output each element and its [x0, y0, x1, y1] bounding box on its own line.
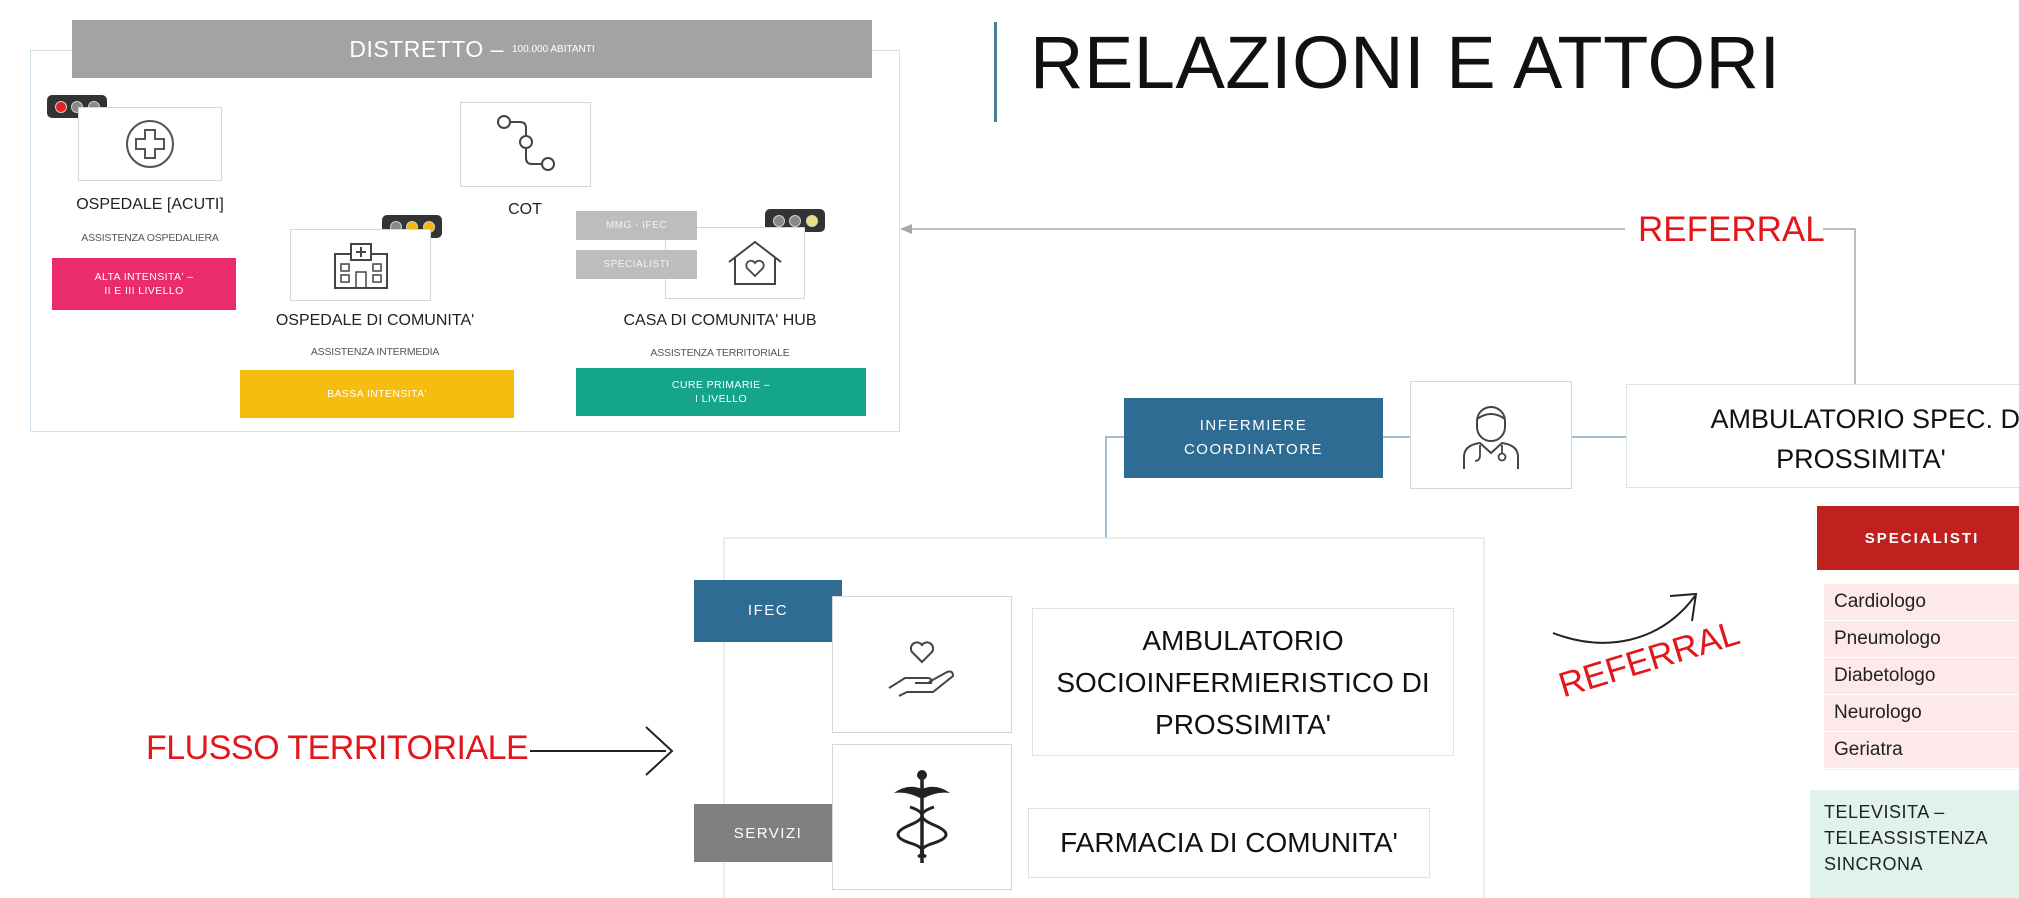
cross-icon [126, 120, 174, 168]
ospedale-comunita-sublabel: ASSISTENZA INTERMEDIA [310, 346, 440, 358]
ospedale-acuti-sublabel: ASSISTENZA OSPEDALIERA [81, 232, 219, 244]
doctor-box [1410, 381, 1572, 489]
infermiere-line2: COORDINATORE [1183, 441, 1324, 458]
district-header-label: DISTRETTO – [349, 35, 504, 62]
hospital-building-icon [333, 243, 388, 289]
infermiere-line1: INFERMIERE [1199, 417, 1308, 434]
ambulatorio-spec-box: AMBULATORIO SPEC. DI PROSSIMITA' [1626, 384, 2019, 488]
district-population: 100.000 ABITANTI [511, 43, 595, 55]
bassa-intensita-band: BASSA INTENSITA' [240, 370, 514, 418]
alta-intensita-band: ALTA INTENSITA' – II E III LIVELLO [52, 258, 236, 310]
specialisti-chip: SPECIALISTI [576, 250, 697, 279]
list-item: Neurologo [1824, 695, 2019, 732]
cot-box [460, 102, 591, 187]
ifec-box: IFEC [694, 580, 842, 642]
infermiere-coordinatore-box: INFERMIERE COORDINATORE [1124, 398, 1383, 478]
cure-primarie-line2: I LIVELLO [694, 393, 748, 405]
cure-primarie-band: CURE PRIMARIE – I LIVELLO [576, 368, 866, 416]
casa-comunita-label: CASA DI COMUNITA' HUB [623, 312, 817, 329]
ambulatorio-socio-box: AMBULATORIO SOCIOINFERMIERISTICO DI PROS… [1032, 608, 1454, 756]
ambulatorio-spec-line2: PROSSIMITA' [1776, 444, 1946, 474]
farmacia-box: FARMACIA DI COMUNITA' [1028, 808, 1430, 878]
specialisti-header: SPECIALISTI [1817, 506, 2019, 570]
specialisti-list: Cardiologo Pneumologo Diabetologo Neurol… [1824, 584, 2019, 770]
path-icon [496, 114, 555, 171]
heart-hand-box [832, 596, 1012, 733]
title-accent-bar [994, 22, 997, 122]
ospedale-acuti-box [78, 107, 222, 181]
page-title: RELAZIONI E ATTORI [1030, 21, 1781, 104]
flusso-territoriale-label: FLUSSO TERRITORIALE [146, 729, 529, 767]
list-item: Cardiologo [1824, 584, 2019, 621]
caduceus-icon [894, 770, 950, 863]
traffic-light-icon [765, 209, 825, 232]
ambulatorio-spec-line1: AMBULATORIO SPEC. DI [1710, 404, 2019, 434]
ambulatorio-socio-line2: SOCIOINFERMIERISTICO DI [1056, 667, 1430, 698]
farmacia-label: FARMACIA DI COMUNITA' [1060, 826, 1398, 858]
ambulatorio-socio-line1: AMBULATORIO [1142, 625, 1344, 656]
cot-label: COT [508, 201, 542, 218]
district-header: DISTRETTO – 100.000 ABITANTI [72, 20, 872, 78]
list-item: Geriatra [1824, 732, 2019, 769]
mmg-ifec-chip: MMG - IFEC [576, 211, 697, 240]
list-item: Diabetologo [1824, 658, 2019, 695]
doctor-icon [1463, 406, 1519, 469]
list-item: Pneumologo [1824, 621, 2019, 658]
ambulatorio-socio-line3: PROSSIMITA' [1155, 709, 1331, 740]
alta-intensita-line2: II E III LIVELLO [104, 285, 184, 297]
ospedale-comunita-label: OSPEDALE DI COMUNITA' [275, 312, 475, 329]
alta-intensita-line1: ALTA INTENSITA' – [94, 270, 194, 283]
cure-primarie-line1: CURE PRIMARIE – [671, 378, 771, 391]
ospedale-acuti-label: OSPEDALE [ACUTI] [76, 196, 224, 213]
house-heart-icon [728, 240, 782, 285]
ospedale-comunita-box [290, 229, 431, 301]
casa-comunita-sublabel: ASSISTENZA TERRITORIALE [650, 347, 790, 359]
televisita-line1: TELEVISITA – [1824, 802, 1945, 822]
referral-label-top: REFERRAL [1638, 210, 1825, 249]
heart-hand-icon [888, 640, 955, 697]
caduceus-box [832, 744, 1012, 890]
servizi-box: SERVIZI [694, 804, 842, 862]
televisita-box: TELEVISITA – TELEASSISTENZA SINCRONA [1810, 790, 2019, 898]
televisita-line3: SINCRONA [1824, 854, 1924, 875]
televisita-line2: TELEASSISTENZA [1824, 828, 1989, 849]
